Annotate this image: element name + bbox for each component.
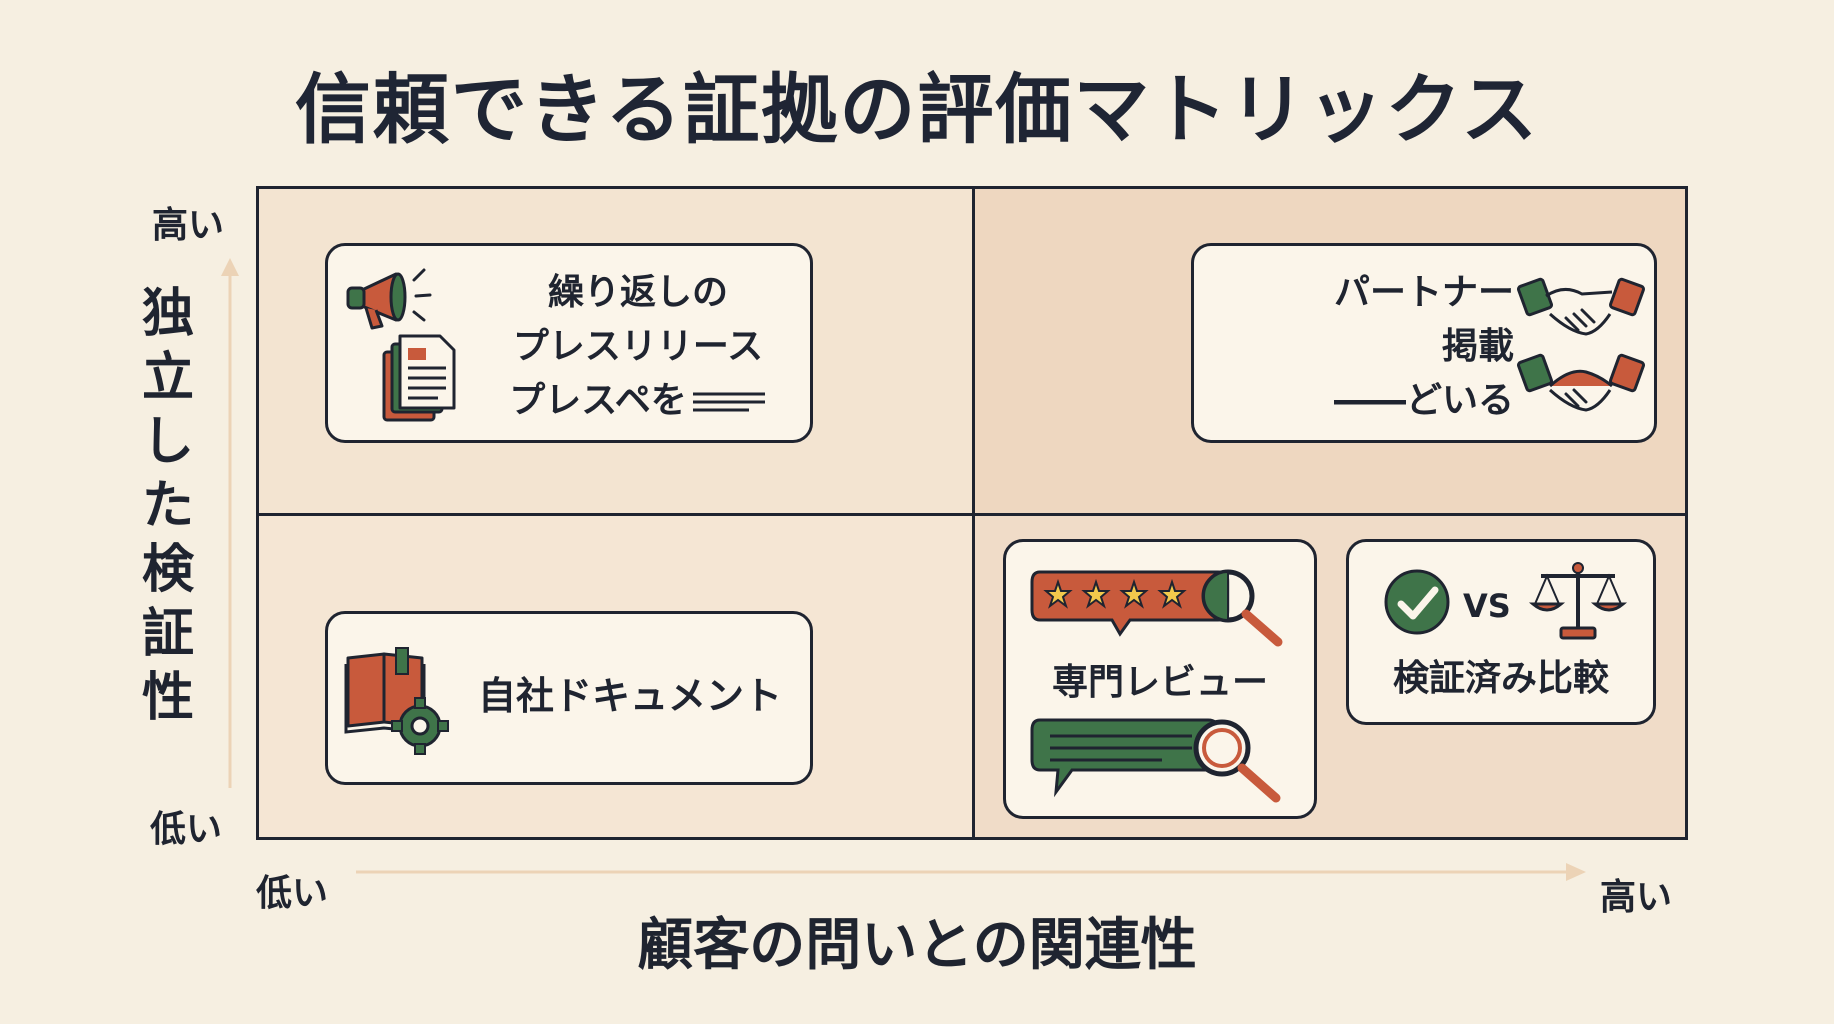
handshake-icon <box>1516 277 1646 412</box>
card-partner-line: ――どいる <box>1333 380 1514 421</box>
y-axis-label-char: 独 <box>141 284 194 344</box>
y-axis-label-char: 証 <box>141 604 194 664</box>
y-axis-label: 独 立 し た 検 証 性 <box>134 282 202 730</box>
card-expert-review: 専門レビュー <box>1003 539 1317 819</box>
card-partner-text: パートナー 掲載 ――どいる <box>1224 266 1514 428</box>
y-axis-arrow-icon <box>221 258 239 788</box>
megaphone-icon <box>346 268 432 330</box>
y-axis-label-char: 検 <box>141 540 194 600</box>
x-axis-high-label: 高い <box>1600 877 1673 918</box>
x-axis-arrow-icon <box>356 863 1586 881</box>
card-partner-line: 掲載 <box>1441 326 1514 367</box>
card-own-documents-label: 自社ドキュメント <box>477 674 782 718</box>
card-press-line: プレスペを <box>509 380 687 421</box>
y-axis-label-char: 立 <box>141 348 194 408</box>
comment-magnifier-icon <box>1030 718 1281 803</box>
y-axis-high-label: 高い <box>152 205 225 246</box>
card-own-documents: 自社ドキュメント <box>325 611 813 785</box>
page-title: 信頼できる証拠の評価マトリックス <box>294 65 1540 154</box>
card-press-line: プレスリリース <box>512 326 764 367</box>
card-press-release: 繰り返しの プレスリリース プレスペを <box>325 243 813 443</box>
star-rating-magnifier-icon <box>1030 569 1283 647</box>
card-expert-review-label: 専門レビュー <box>1051 662 1268 703</box>
vs-label: VS <box>1463 587 1511 625</box>
x-axis-low-label: 低い <box>256 873 329 914</box>
card-verified-comparison-label: 検証済み比較 <box>1392 658 1609 699</box>
y-axis-label-char: た <box>141 476 194 536</box>
card-press-line-wrap: プレスペを <box>488 374 788 428</box>
text-lines-icon <box>692 392 765 412</box>
card-press-line: 繰り返しの <box>547 272 728 313</box>
book-gear-icon <box>344 647 449 755</box>
card-press-release-text: 繰り返しの プレスリリース プレスペを <box>488 266 788 428</box>
scale-icon <box>1528 562 1628 640</box>
card-partner-listing: パートナー 掲載 ――どいる <box>1191 243 1657 443</box>
card-verified-comparison: VS 検証済み比較 <box>1346 539 1656 725</box>
checkmark-icon <box>1384 569 1450 635</box>
y-axis-low-label: 低い <box>150 809 223 850</box>
documents-icon <box>382 334 456 422</box>
y-axis-label-char: 性 <box>141 668 194 728</box>
card-partner-line: パートナー <box>1333 272 1514 313</box>
x-axis-label: 顧客の問いとの関連性 <box>637 913 1197 978</box>
matrix-horizontal-divider <box>259 513 1685 516</box>
y-axis-label-char: し <box>141 412 194 472</box>
evidence-matrix: 繰り返しの プレスリリース プレスペを パートナー 掲載 ――どいる <box>256 186 1688 840</box>
